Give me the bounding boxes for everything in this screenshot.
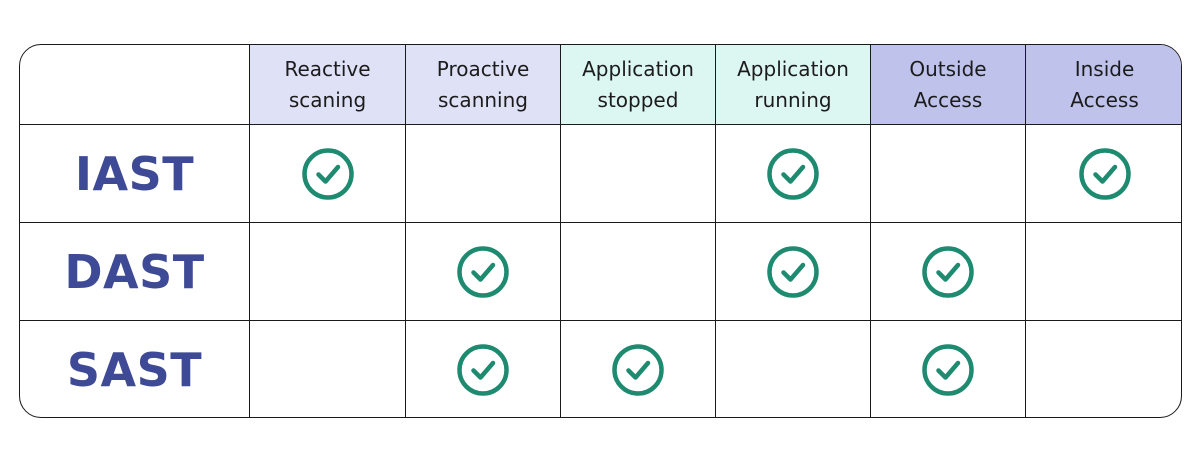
row-header: IAST [20,125,250,223]
column-header: Application running [716,45,871,125]
checked-cell [871,223,1026,321]
empty-cell [406,125,561,223]
check-circle-icon [456,343,510,397]
column-header-line2: Access [1070,87,1139,112]
checked-cell [561,321,716,417]
column-header-line2: Access [913,87,983,112]
empty-cell [871,125,1026,223]
column-header-line1: Inside [1074,56,1135,81]
empty-cell [250,321,406,417]
column-header-line1: Outside [909,56,987,81]
empty-cell [716,321,871,417]
checked-cell [716,223,871,321]
check-circle-icon [301,147,355,201]
row-header: SAST [20,321,250,417]
empty-cell [561,125,716,223]
check-circle-icon [921,245,975,299]
check-circle-icon [921,343,975,397]
empty-cell [561,223,716,321]
column-header: Application stopped [561,45,716,125]
column-header-line1: Application [582,56,694,81]
column-header-line2: scanning [438,87,528,112]
check-circle-icon [611,343,665,397]
empty-cell [250,223,406,321]
check-circle-icon [1078,147,1132,201]
column-header: Proactive scanning [406,45,561,125]
column-header-line1: Reactive [284,56,371,81]
checked-cell [406,321,561,417]
comparison-matrix: Reactive scaning Proactive scanning Applicat… [19,44,1182,418]
column-header-line2: scaning [288,87,367,112]
checked-cell [250,125,406,223]
check-circle-icon [766,245,820,299]
checked-cell [871,321,1026,417]
row-header: DAST [20,223,250,321]
check-circle-icon [766,147,820,201]
empty-cell [1026,223,1181,321]
row-label: SAST [66,343,203,397]
row-label: DAST [64,244,205,299]
checked-cell [406,223,561,321]
column-header-line1: Proactive [436,56,530,81]
corner-cell [20,45,250,125]
empty-cell [1026,321,1181,417]
column-header: Reactive scaning [250,45,406,125]
check-circle-icon [456,245,510,299]
column-header-line2: stopped [597,87,679,112]
row-label: IAST [74,146,195,201]
checked-cell [1026,125,1181,223]
checked-cell [716,125,871,223]
column-header-line2: running [754,87,832,112]
column-header-line1: Application [737,56,849,81]
